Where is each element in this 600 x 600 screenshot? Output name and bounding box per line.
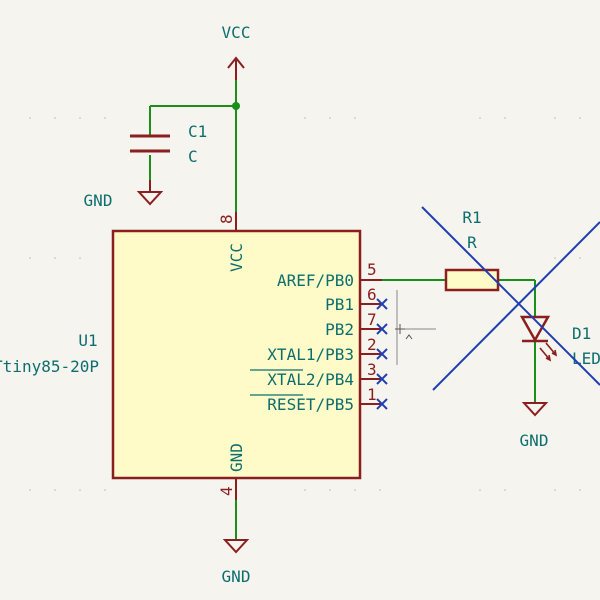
grid-dots xyxy=(29,117,581,491)
r1-ref: R1 xyxy=(462,208,481,227)
pin-name-pb2: PB2 xyxy=(325,320,354,339)
pin-number-pb2: 7 xyxy=(367,310,377,329)
gnd-symbol-led[interactable] xyxy=(521,402,549,417)
no-connect-pb2 xyxy=(376,323,388,335)
pin-name-pb4: XTAL2/PB4 xyxy=(267,370,354,389)
pin-number-pb1: 6 xyxy=(367,285,377,304)
vcc-power-symbol[interactable] xyxy=(227,56,245,80)
c1-ref: C1 xyxy=(188,122,207,141)
no-connect-pb3 xyxy=(376,348,388,360)
pin-name-pb5: RESET/PB5 xyxy=(267,395,354,414)
pin-number-vcc: 8 xyxy=(217,214,236,224)
pin-number-pb0: 5 xyxy=(367,260,377,279)
no-connect-pb5 xyxy=(376,398,388,410)
capacitor-c1[interactable] xyxy=(130,134,170,153)
gnd-u1-label: GND xyxy=(222,567,251,586)
u1-pins[interactable] xyxy=(235,212,382,500)
d1-value: LED xyxy=(572,349,600,368)
pin-name-pb0: AREF/PB0 xyxy=(277,271,354,290)
mouse-cursor xyxy=(395,290,436,365)
pin-name-gnd: GND xyxy=(227,443,246,472)
gnd-cap-label: GND xyxy=(84,191,113,210)
c1-value: C xyxy=(188,147,198,166)
d1-ref: D1 xyxy=(572,324,591,343)
resistor-r1[interactable] xyxy=(444,268,500,292)
pin-name-pb1: PB1 xyxy=(325,295,354,314)
pin-name-pb3: XTAL1/PB3 xyxy=(267,345,354,364)
no-connect-pb4 xyxy=(376,373,388,385)
pin-number-gnd: 4 xyxy=(217,486,236,496)
exclusion-cross[interactable] xyxy=(421,206,600,391)
pin-number-pb4: 3 xyxy=(367,360,377,379)
junction-dot xyxy=(232,102,240,110)
led-d1[interactable] xyxy=(519,315,558,362)
vcc-label: VCC xyxy=(222,23,251,42)
pin-number-pb3: 2 xyxy=(367,335,377,354)
gnd-led-label: GND xyxy=(520,431,549,450)
r1-value: R xyxy=(467,233,477,252)
pin-number-pb5: 1 xyxy=(367,385,377,404)
no-connect-markers[interactable] xyxy=(376,298,388,410)
u1-value: ATtiny85-20P xyxy=(0,357,99,376)
u1-ref: U1 xyxy=(78,331,97,350)
u1-body[interactable] xyxy=(111,229,362,480)
pin-name-vcc: VCC xyxy=(227,243,246,272)
gnd-symbol-u1[interactable] xyxy=(222,539,250,554)
gnd-symbol-cap[interactable] xyxy=(136,180,164,206)
overbars xyxy=(250,369,303,396)
no-connect-pb1 xyxy=(376,298,388,310)
